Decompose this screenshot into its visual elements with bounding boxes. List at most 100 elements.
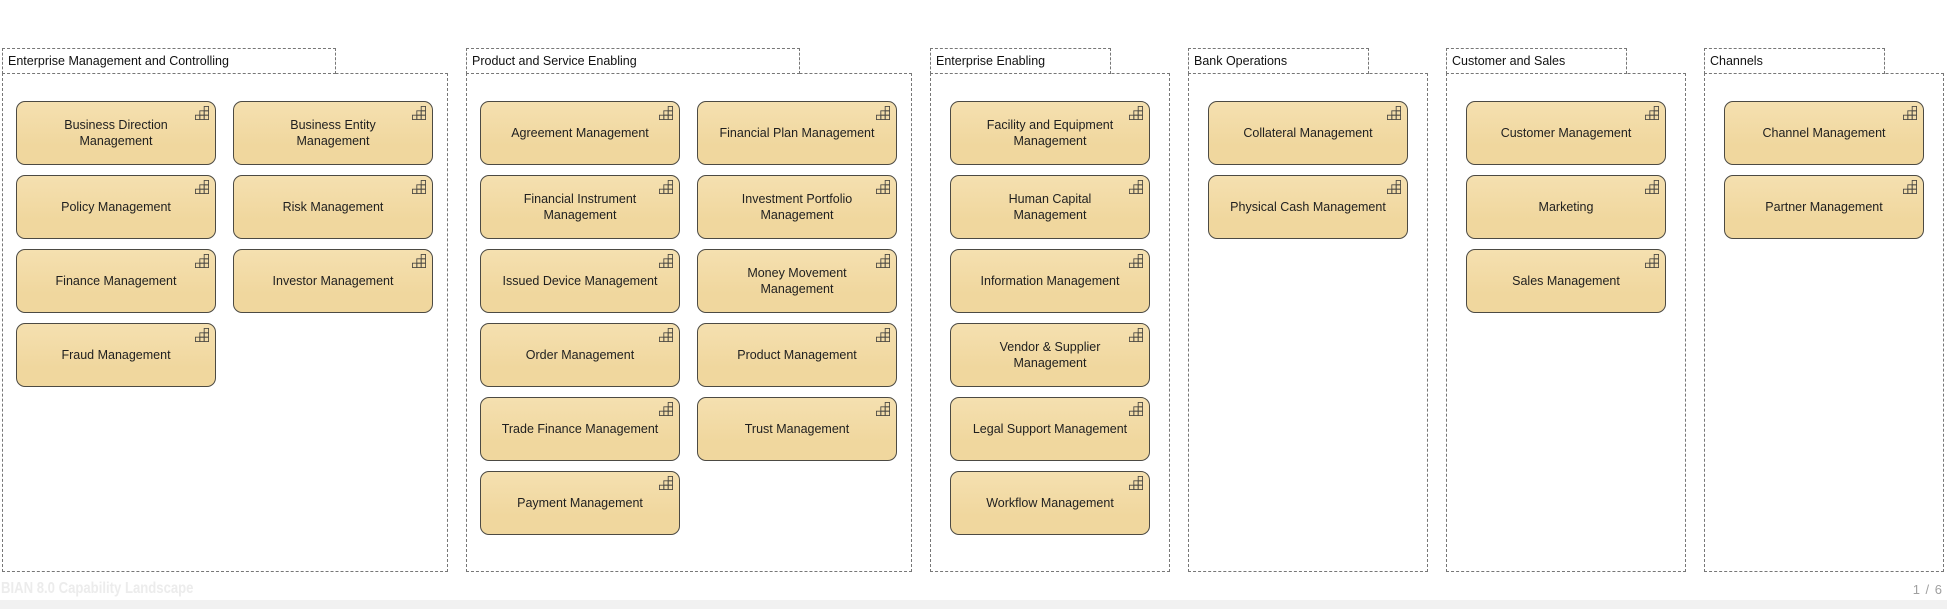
node-financial-instrument-management: Financial Instrument Management <box>480 175 680 239</box>
group-tab: Enterprise Enabling <box>930 48 1111 74</box>
node-channel-management: Channel Management <box>1724 101 1924 165</box>
capability-icon <box>195 328 209 342</box>
capability-icon <box>1903 106 1917 120</box>
capability-icon <box>1387 180 1401 194</box>
node-fraud-management: Fraud Management <box>16 323 216 387</box>
group-tab: Bank Operations <box>1188 48 1369 74</box>
capability-icon <box>659 328 673 342</box>
capability-label: Information Management <box>980 273 1120 288</box>
capability-icon <box>412 106 426 120</box>
node-customer-management: Customer Management <box>1466 101 1666 165</box>
capability-label: Fraud Management <box>61 347 171 362</box>
capability-label: Collateral Management <box>1243 125 1373 140</box>
group-tab: Product and Service Enabling <box>466 48 800 74</box>
capability-icon <box>876 328 890 342</box>
node-marketing: Marketing <box>1466 175 1666 239</box>
capability-label: Business Direction Management <box>64 117 168 148</box>
node-legal-support-management: Legal Support Management <box>950 397 1150 461</box>
capability-icon <box>1129 106 1143 120</box>
group-body: Agreement Management Financial Plan Mana… <box>466 73 912 572</box>
capability-label: Partner Management <box>1765 199 1883 214</box>
group-body: Business Direction Management Business E… <box>2 73 448 572</box>
group-customer-and-sales: Customer and Sales Customer Management <box>1446 48 1686 572</box>
group-bank-operations: Bank Operations Collateral Management <box>1188 48 1428 572</box>
node-information-management: Information Management <box>950 249 1150 313</box>
node-issued-device-management: Issued Device Management <box>480 249 680 313</box>
group-tab: Channels <box>1704 48 1885 74</box>
capability-icon <box>1129 402 1143 416</box>
capability-icon <box>659 254 673 268</box>
group-label: Channels <box>1710 54 1763 68</box>
capability-icon <box>876 254 890 268</box>
capability-label: Policy Management <box>61 199 171 214</box>
capability-label: Financial Plan Management <box>719 125 875 140</box>
capability-label: Investment Portfolio Management <box>741 191 853 222</box>
capability-icon <box>659 106 673 120</box>
node-product-management: Product Management <box>697 323 897 387</box>
capability-icon <box>659 402 673 416</box>
node-facility-and-equipment-management: Facility and Equipment Management <box>950 101 1150 165</box>
capability-icon <box>1645 180 1659 194</box>
group-label: Enterprise Enabling <box>936 54 1046 68</box>
capability-icon <box>659 180 673 194</box>
capability-label: Financial Instrument Management <box>523 191 637 222</box>
capability-label: Channel Management <box>1762 125 1886 140</box>
node-vendor-supplier-management: Vendor & Supplier Management <box>950 323 1150 387</box>
capability-icon <box>876 402 890 416</box>
node-partner-management: Partner Management <box>1724 175 1924 239</box>
node-money-movement-management: Money Movement Management <box>697 249 897 313</box>
node-investment-portfolio-management: Investment Portfolio Management <box>697 175 897 239</box>
capability-label: Workflow Management <box>986 495 1114 510</box>
capability-label: Trust Management <box>744 421 850 436</box>
group-body: Collateral Management Physical Cash Mana… <box>1188 73 1428 572</box>
capability-label: Investor Management <box>272 273 394 288</box>
node-sales-management: Sales Management <box>1466 249 1666 313</box>
group-enterprise-enabling: Enterprise Enabling Facility and Equipme… <box>930 48 1170 572</box>
capability-label: Trade Finance Management <box>501 421 659 436</box>
capability-label: Payment Management <box>517 495 643 510</box>
capability-icon <box>1387 106 1401 120</box>
capability-icon <box>659 476 673 490</box>
capability-icon <box>1129 328 1143 342</box>
capability-label: Risk Management <box>282 199 384 214</box>
capability-icon <box>1903 180 1917 194</box>
capability-label: Sales Management <box>1512 273 1620 288</box>
capability-icon <box>876 106 890 120</box>
node-physical-cash-management: Physical Cash Management <box>1208 175 1408 239</box>
capability-label: Human Capital Management <box>1008 191 1092 222</box>
group-product-and-service-enabling: Product and Service Enabling Agreement M… <box>466 48 912 572</box>
capability-icon <box>1129 180 1143 194</box>
group-tab: Customer and Sales <box>1446 48 1627 74</box>
capability-icon <box>195 254 209 268</box>
capability-icon <box>1645 106 1659 120</box>
node-trust-management: Trust Management <box>697 397 897 461</box>
capability-label: Issued Device Management <box>502 273 658 288</box>
node-finance-management: Finance Management <box>16 249 216 313</box>
group-tab: Enterprise Management and Controlling <box>2 48 336 74</box>
page-indicator: 1 / 6 <box>1912 582 1943 597</box>
capability-label: Business Entity Management <box>290 117 376 148</box>
group-enterprise-management-and-controlling: Enterprise Management and Controlling Bu… <box>2 48 448 572</box>
group-label: Product and Service Enabling <box>472 54 637 68</box>
node-agreement-management: Agreement Management <box>480 101 680 165</box>
group-body: Facility and Equipment Management Human … <box>930 73 1170 572</box>
node-workflow-management: Workflow Management <box>950 471 1150 535</box>
capability-label: Order Management <box>525 347 635 362</box>
capability-label: Vendor & Supplier Management <box>999 339 1101 370</box>
capability-icon <box>195 180 209 194</box>
capability-label: Agreement Management <box>511 125 649 140</box>
capability-label: Finance Management <box>55 273 177 288</box>
capability-label: Facility and Equipment Management <box>986 117 1114 148</box>
group-channels: Channels Channel Management <box>1704 48 1944 572</box>
group-label: Enterprise Management and Controlling <box>8 54 229 68</box>
capability-icon <box>412 254 426 268</box>
node-investor-management: Investor Management <box>233 249 433 313</box>
capability-icon <box>876 180 890 194</box>
capability-label: Legal Support Management <box>972 421 1128 436</box>
node-trade-finance-management: Trade Finance Management <box>480 397 680 461</box>
capability-icon <box>1129 476 1143 490</box>
node-human-capital-management: Human Capital Management <box>950 175 1150 239</box>
group-body: Customer Management Marketing <box>1446 73 1686 572</box>
node-risk-management: Risk Management <box>233 175 433 239</box>
node-business-direction-management: Business Direction Management <box>16 101 216 165</box>
